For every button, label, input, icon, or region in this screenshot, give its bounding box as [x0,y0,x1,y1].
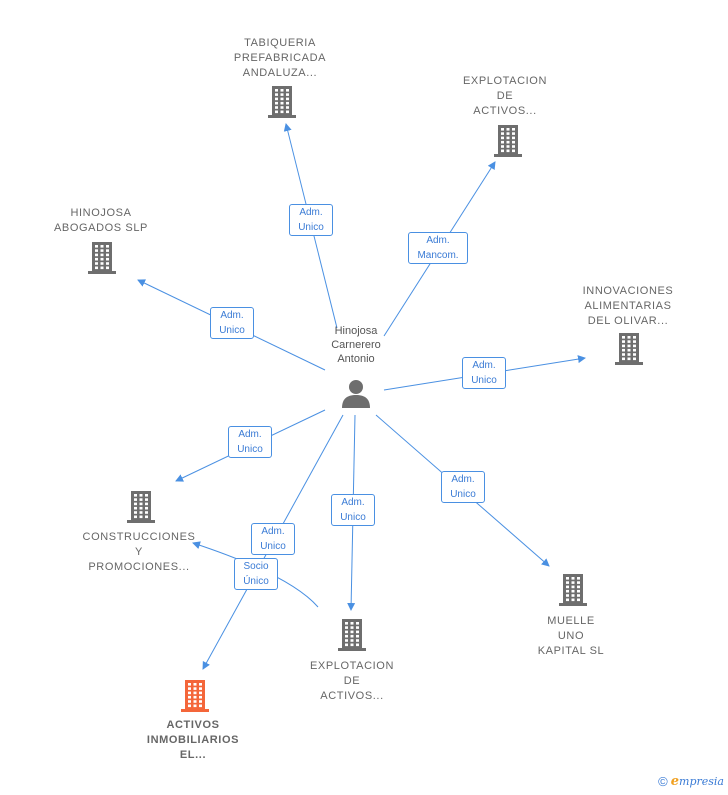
company-label-innovaciones[interactable]: INNOVACIONES ALIMENTARIAS DEL OLIVAR... [582,285,674,327]
company-label-tabiqueria[interactable]: TABIQUERIA PREFABRICADA ANDALUZA... [233,37,327,79]
building-icon-muelle[interactable] [557,573,589,607]
center-person-label[interactable]: Hinojosa Carnerero Antonio [331,325,381,365]
company-label-muelle[interactable]: MUELLE UNO KAPITAL SL [537,615,605,657]
building-icon-explotacion1[interactable] [492,124,524,158]
person-icon[interactable] [341,379,371,409]
edge-label-innovaciones[interactable]: Adm. Unico [462,357,506,389]
edge-label-explotacion2[interactable]: Adm. Unico [331,494,375,526]
edge-label-explotacion1[interactable]: Adm. Mancom. [408,232,468,264]
building-icon-explotacion2[interactable] [336,618,368,652]
building-icon-hinojosa-abogados[interactable] [86,241,118,275]
edge-label-construcciones[interactable]: Adm. Unico [228,426,272,458]
company-label-explotacion1[interactable]: EXPLOTACION DE ACTIVOS... [462,75,548,117]
company-label-construcciones[interactable]: CONSTRUCCIONES Y PROMOCIONES... [82,531,196,573]
edge-label-tabiqueria[interactable]: Adm. Unico [289,204,333,236]
edge-label-muelle[interactable]: Adm. Unico [441,471,485,503]
company-label-hinojosa-abogados[interactable]: HINOJOSA ABOGADOS SLP [53,207,148,234]
building-icon-tabiqueria[interactable] [266,85,298,119]
edge-label-hinojosa-abogados[interactable]: Adm. Unico [210,307,254,339]
copyright-icon: © [658,774,668,789]
edge-label-activos[interactable]: Adm. Unico [251,523,295,555]
company-label-explotacion2[interactable]: EXPLOTACION DE ACTIVOS... [309,660,395,702]
edge-label-construcciones-from-explotacion2[interactable]: Socio Único [234,558,278,590]
company-label-activos[interactable]: ACTIVOS INMOBILIARIOS EL... [146,719,240,761]
building-icon-construcciones[interactable] [125,490,157,524]
building-icon-activos[interactable] [179,679,211,713]
building-icon-innovaciones[interactable] [613,332,645,366]
footer-brand[interactable]: © empresia [658,774,724,789]
brand-name: empresia [670,774,724,789]
